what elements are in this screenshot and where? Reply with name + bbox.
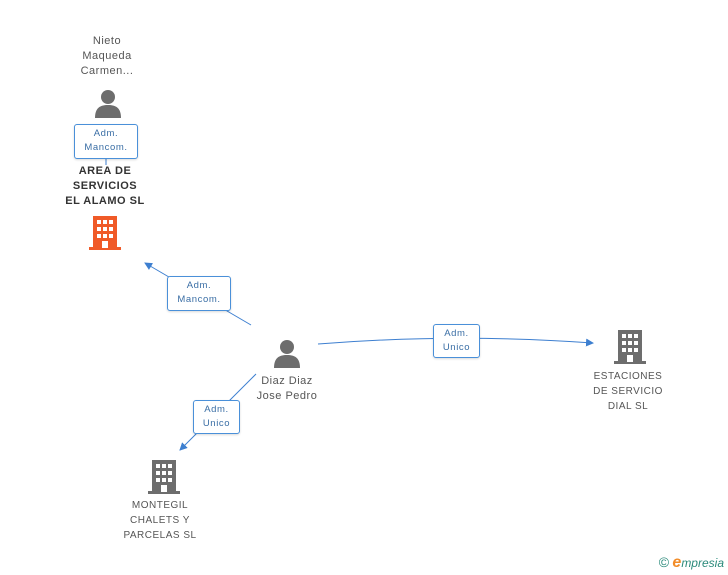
company-montegil-label[interactable]: MONTEGIL CHALETS Y PARCELAS SL xyxy=(123,500,197,541)
brand-e: e xyxy=(672,554,682,571)
copyright-icon: © xyxy=(658,554,670,570)
empresia-logo: © empresia xyxy=(659,554,724,572)
person-nieto-label[interactable]: Nieto Maqueda Carmen... xyxy=(80,35,134,77)
brand-name: mpresia xyxy=(681,556,724,570)
building-icon[interactable] xyxy=(89,216,121,250)
company-estaciones-label[interactable]: ESTACIONES DE SERVICIO DIAL SL xyxy=(593,371,663,412)
role-badge-diaz-area: Adm. Mancom. xyxy=(167,276,231,311)
building-icon[interactable] xyxy=(148,460,180,494)
building-icon[interactable] xyxy=(614,330,646,364)
role-badge-nieto-area: Adm. Mancom. xyxy=(74,124,138,159)
role-badge-diaz-estaciones: Adm. Unico xyxy=(433,324,480,358)
person-diaz-label[interactable]: Diaz Diaz Jose Pedro xyxy=(256,375,318,402)
person-icon[interactable] xyxy=(273,338,301,368)
person-icon[interactable] xyxy=(94,88,122,118)
role-badge-diaz-montegil: Adm. Unico xyxy=(193,400,240,434)
company-area-label[interactable]: AREA DE SERVICIOS EL ALAMO SL xyxy=(65,165,145,207)
